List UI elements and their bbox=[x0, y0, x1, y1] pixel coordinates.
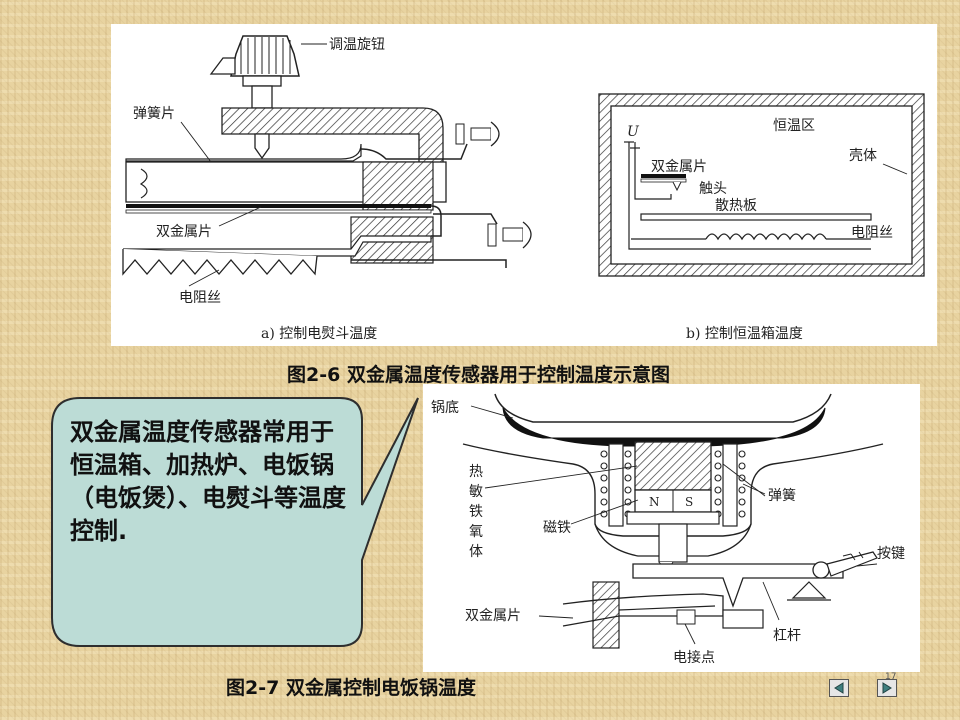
label-bimetal: 双金属片 bbox=[465, 608, 521, 624]
thermostat-box-diagram: U 恒温区 壳体 双金属片 触头 散热板 电阻丝 b) 控制恒温箱温度 bbox=[598, 93, 925, 342]
figure-2-6-caption: 图2-6 双金属温度传感器用于控制温度示意图 bbox=[287, 364, 670, 386]
triangle-left-icon bbox=[834, 682, 844, 694]
label-knob: 调温旋钮 bbox=[329, 37, 385, 53]
label-ferrite-5: 体 bbox=[469, 544, 483, 560]
label-spring-plate: 弹簧片 bbox=[133, 106, 175, 122]
label-ferrite-3: 铁 bbox=[469, 504, 483, 520]
page-number: 17 bbox=[885, 672, 897, 682]
figure-2-6-panel: 调温旋钮 弹簧片 双金属片 电阻丝 a) 控制电熨斗温度 U 恒温区 壳体 双金… bbox=[111, 24, 937, 346]
label-heater-a: 电阻丝 bbox=[179, 290, 221, 306]
label-shell: 壳体 bbox=[849, 147, 877, 164]
label-ferrite-4: 氧 bbox=[469, 524, 483, 540]
temperature-knob bbox=[209, 35, 300, 109]
figure-2-6-diagram: 调温旋钮 弹簧片 双金属片 电阻丝 a) 控制电熨斗温度 U 恒温区 壳体 双金… bbox=[122, 35, 925, 342]
label-button: 按键 bbox=[877, 546, 905, 562]
label-lever: 杠杆 bbox=[773, 628, 801, 644]
callout-text: 双金属温度传感器常用于恒温箱、加热炉、电饭锅（电饭煲）、电熨斗等温度控制. bbox=[70, 418, 346, 545]
label-thermo-zone: 恒温区 bbox=[773, 118, 815, 134]
label-bimetal-b: 双金属片 bbox=[651, 159, 707, 175]
label-n: N bbox=[649, 495, 660, 509]
label-ferrite-1: 热 bbox=[469, 464, 483, 480]
next-slide-button[interactable] bbox=[877, 679, 897, 697]
label-pot-bottom: 锅底 bbox=[431, 400, 459, 416]
subcaption-b: b) 控制恒温箱温度 bbox=[686, 326, 803, 342]
label-ferrite-2: 敏 bbox=[469, 484, 483, 500]
label-heater-b: 电阻丝 bbox=[851, 225, 893, 241]
previous-slide-button[interactable] bbox=[829, 679, 849, 697]
iron-diagram: 调温旋钮 弹簧片 双金属片 电阻丝 a) 控制电熨斗温度 bbox=[122, 35, 532, 342]
figure-2-7-diagram: N S 锅底 热 敏 铁 氧 体 磁铁 弹簧 按键 双金属片 杠杆 电接点 bbox=[431, 393, 905, 666]
screw-lower bbox=[487, 221, 532, 249]
label-u: U bbox=[627, 124, 640, 140]
triangle-right-icon bbox=[882, 682, 892, 694]
figure-2-7-panel: N S 锅底 热 敏 铁 氧 体 磁铁 弹簧 按键 双金属片 杠杆 电接点 bbox=[423, 384, 920, 672]
screw-upper bbox=[455, 121, 500, 147]
label-contact: 触头 bbox=[699, 181, 727, 197]
figure-2-7-caption: 图2-7 双金属控制电饭锅温度 bbox=[226, 677, 476, 699]
label-heatsink: 散热板 bbox=[715, 198, 757, 214]
subcaption-a: a) 控制电熨斗温度 bbox=[261, 326, 377, 342]
label-magnet: 磁铁 bbox=[543, 520, 571, 536]
label-s: S bbox=[685, 495, 693, 509]
label-spring: 弹簧 bbox=[768, 488, 796, 504]
label-contact-point: 电接点 bbox=[673, 649, 715, 666]
label-bimetal-a: 双金属片 bbox=[156, 224, 212, 240]
